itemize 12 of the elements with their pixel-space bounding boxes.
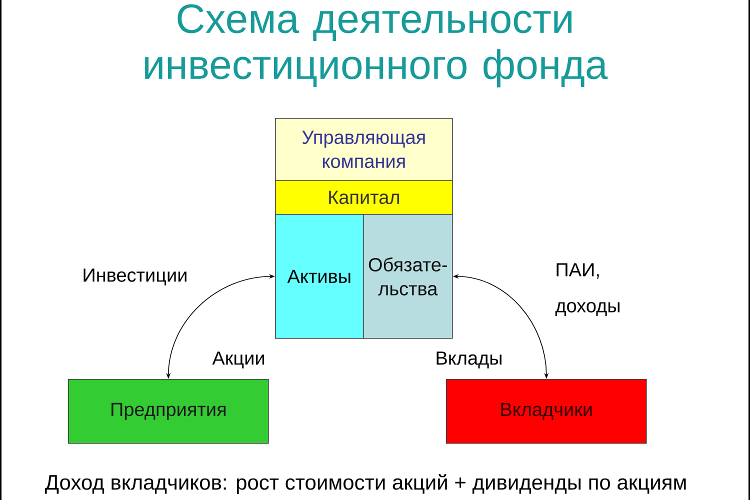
enterprises-box: Предприятия: [68, 379, 269, 444]
depositors-box: Вкладчики: [446, 379, 647, 444]
flow-label: Акции: [212, 352, 264, 368]
company-box: Управляющая компания: [275, 118, 453, 181]
flow-label: Вклады: [436, 352, 502, 368]
flow-label: Инвестиции: [84, 268, 186, 286]
assets-box: Активы: [275, 214, 364, 339]
flow-label: ПАИ, доходы: [555, 263, 620, 316]
capital-band: Капитал: [275, 180, 453, 215]
caption: Доход вкладчиков: рост стоимости акций + дивиденды по акциям: [44, 474, 686, 494]
title: Схема деятельности инвестиционного фонда: [145, 4, 608, 88]
liabilities-box: Обязате- льства: [363, 214, 453, 339]
